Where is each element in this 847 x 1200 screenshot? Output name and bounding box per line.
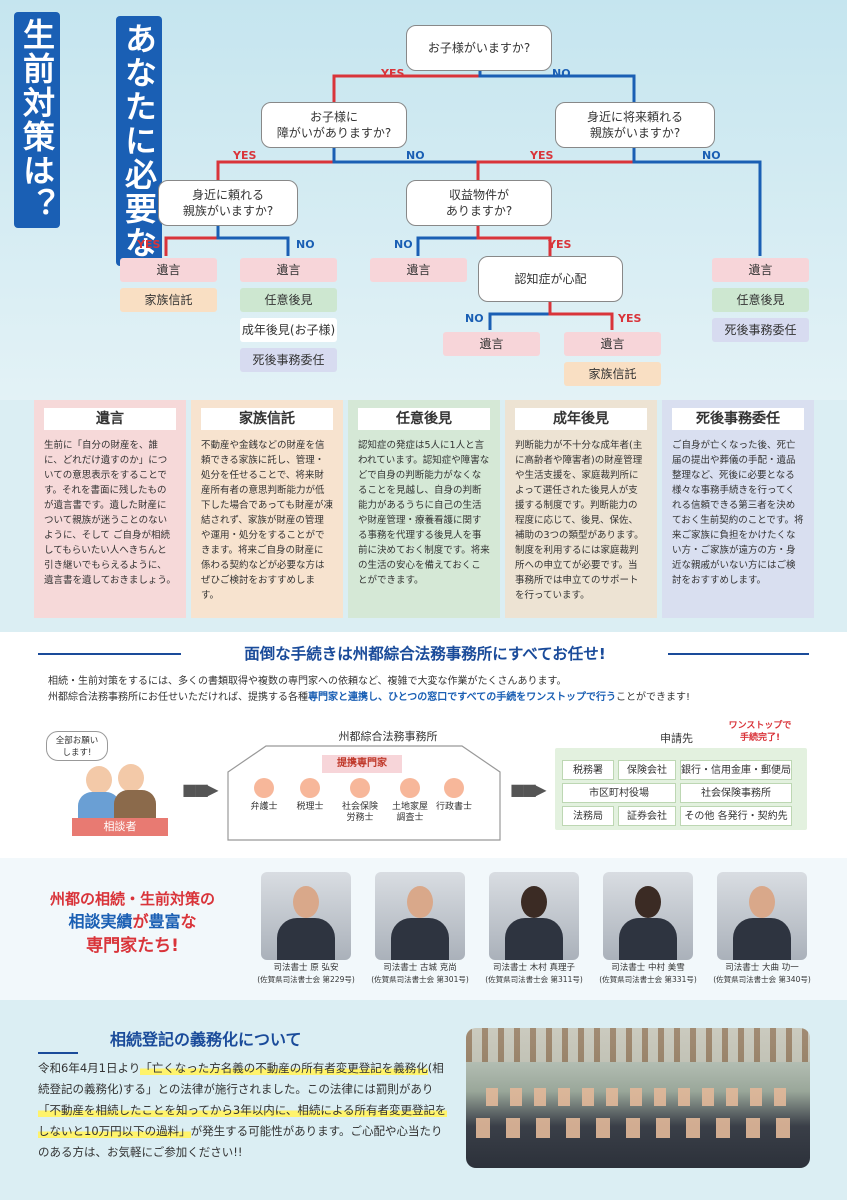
result-voluntary-guardian: 任意後見 [240, 288, 337, 312]
specialist-land-surveyor: 土地家屋調査士 [384, 778, 436, 824]
client-illustration [72, 760, 168, 818]
dest-bank: 銀行・信用金庫・郵便局 [680, 760, 792, 780]
experts-tagline: 州都の相続・生前対策の 相談実績が豊富な 専門家たち! [49, 890, 215, 956]
card-title: 成年後見 [515, 408, 647, 430]
expert-card: 司法書士 中村 美雪(佐賀県司法書士会 第331号) [596, 872, 700, 985]
dest-legal-affairs: 法務局 [562, 806, 614, 826]
result-posthumous-affairs: 死後事務委任 [712, 318, 809, 342]
headline-line-2: 生前対策は？ [14, 12, 60, 228]
yes-label: YES [548, 238, 572, 251]
yes-label: YES [530, 149, 554, 162]
question-dementia: 認知症が心配 [478, 256, 623, 302]
result-will: 遺言 [564, 332, 661, 356]
dest-insurance: 保険会社 [618, 760, 676, 780]
specialist-admin-scrivener: 行政書士 [430, 778, 478, 813]
yes-label: YES [618, 312, 642, 325]
specialist-tax-accountant: 税理士 [286, 778, 334, 813]
card-title: 遺言 [44, 408, 176, 430]
card-posthumous-affairs: 死後事務委任 ご自身が亡くなった後、死亡届の提出や葬儀の手配・遺品整理など、死後… [662, 400, 814, 618]
result-family-trust: 家族信託 [564, 362, 661, 386]
one-stop-title: 面倒な手続きは州都綜合法務事務所にすべてお任せ! [244, 645, 606, 663]
result-posthumous-affairs: 死後事務委任 [240, 348, 337, 372]
office-name: 州都綜合法務事務所 [338, 730, 438, 743]
registration-text: 令和6年4月1日より「亡くなった方名義の不動産の所有者変更登記を義務化(相続登記… [38, 1061, 447, 1159]
expert-photo [717, 872, 807, 960]
expert-card: 司法書士 大曲 功一(佐賀県司法書士会 第340号) [710, 872, 814, 985]
card-title: 死後事務委任 [672, 408, 804, 430]
result-will: 遺言 [120, 258, 217, 282]
no-label: NO [296, 238, 315, 251]
result-will: 遺言 [370, 258, 467, 282]
card-body: 生前に「自分の財産を、誰に、どれだけ遺すのか」についての意思表示をすることです。… [44, 440, 176, 586]
client-label: 相談者 [72, 818, 168, 836]
no-label: NO [394, 238, 413, 251]
arrow-icon: ■■▶ [182, 780, 219, 799]
no-label: NO [406, 149, 425, 162]
result-family-trust: 家族信託 [120, 288, 217, 312]
staff-group-photo [466, 1028, 810, 1168]
yes-label: YES [137, 238, 161, 251]
expert-photo [261, 872, 351, 960]
card-body: 判断能力が不十分な成年者(主に高齢者や障害者)の財産管理や生活支援を、家庭裁判所… [515, 440, 644, 601]
question-reliable-relative-future: 身近に将来頼れる親族がいますか? [555, 102, 715, 148]
result-adult-guardian: 成年後見(お子様) [240, 318, 337, 342]
expert-card: 司法書士 原 弘安(佐賀県司法書士会 第229号) [254, 872, 358, 985]
specialist-lawyer: 弁護士 [240, 778, 288, 813]
expert-card: 司法書士 木村 真理子(佐賀県司法書士会 第311号) [482, 872, 586, 985]
flowchart-lines [164, 70, 762, 330]
divider [668, 653, 809, 655]
question-reliable-relative: 身近に頼れる親族がいますか? [158, 180, 298, 226]
question-income-property: 収益物件がありますか? [406, 180, 552, 226]
card-title: 家族信託 [201, 408, 333, 430]
card-body: 不動産や金銭などの財産を信頼できる家族に託し、管理・処分を任せることで、将来財産… [201, 440, 333, 601]
dest-social-insurance: 社会保険事務所 [680, 783, 792, 803]
card-voluntary-guardian: 任意後見 認知症の発症は5人に1人と言われています。認知症や障害などで自身の判断… [348, 400, 500, 618]
result-will: 遺言 [712, 258, 809, 282]
arrow-icon: ■■▶ [510, 780, 547, 799]
dest-city-hall: 市区町村役場 [562, 783, 676, 803]
specialist-labor-consultant: 社会保険労務士 [334, 778, 386, 824]
card-family-trust: 家族信託 不動産や金銭などの財産を信頼できる家族に託し、管理・処分を任せることで… [191, 400, 343, 618]
no-label: NO [552, 67, 571, 80]
yes-label: YES [233, 149, 257, 162]
no-label: NO [465, 312, 484, 325]
expert-photo [375, 872, 465, 960]
card-body: 認知症の発症は5人に1人と言われています。認知症や障害などで自身の判断能力がなく… [358, 440, 490, 586]
question-child-disability: お子様に障がいがありますか? [261, 102, 407, 148]
partners-label: 提携専門家 [322, 755, 402, 773]
onestop-badge: ワンストップで手続完了! [728, 721, 792, 743]
one-stop-text: 相続・生前対策をするには、多くの書類取得や複数の専門家への依頼など、複雑で大変な… [48, 676, 691, 703]
dest-other: その他 各発行・契約先 [680, 806, 792, 826]
card-title: 任意後見 [358, 408, 490, 430]
card-will: 遺言 生前に「自分の財産を、誰に、どれだけ遺すのか」についての意思表示をすること… [34, 400, 186, 618]
result-voluntary-guardian: 任意後見 [712, 288, 809, 312]
registration-title: 相続登記の義務化について [110, 1030, 302, 1049]
speech-bubble: 全部お願いします! [46, 731, 108, 761]
card-body: ご自身が亡くなった後、死亡届の提出や葬儀の手配・遺品整理など、死後に必要となる様… [672, 440, 804, 586]
card-adult-guardian: 成年後見 判断能力が不十分な成年者(主に高齢者や障害者)の財産管理や生活支援を、… [505, 400, 657, 618]
divider [38, 653, 181, 655]
yes-label: YES [381, 67, 405, 80]
divider [38, 1052, 78, 1054]
headline-line-1: あなたに必要な [116, 16, 162, 266]
expert-photo [603, 872, 693, 960]
dest-tax-office: 税務署 [562, 760, 614, 780]
dest-securities: 証券会社 [618, 806, 676, 826]
result-will: 遺言 [240, 258, 337, 282]
no-label: NO [702, 149, 721, 162]
question-has-children: お子様がいますか? [406, 25, 552, 71]
destination-label: 申請先 [660, 732, 693, 745]
result-will: 遺言 [443, 332, 540, 356]
expert-photo [489, 872, 579, 960]
expert-card: 司法書士 古城 克尚(佐賀県司法書士会 第301号) [368, 872, 472, 985]
